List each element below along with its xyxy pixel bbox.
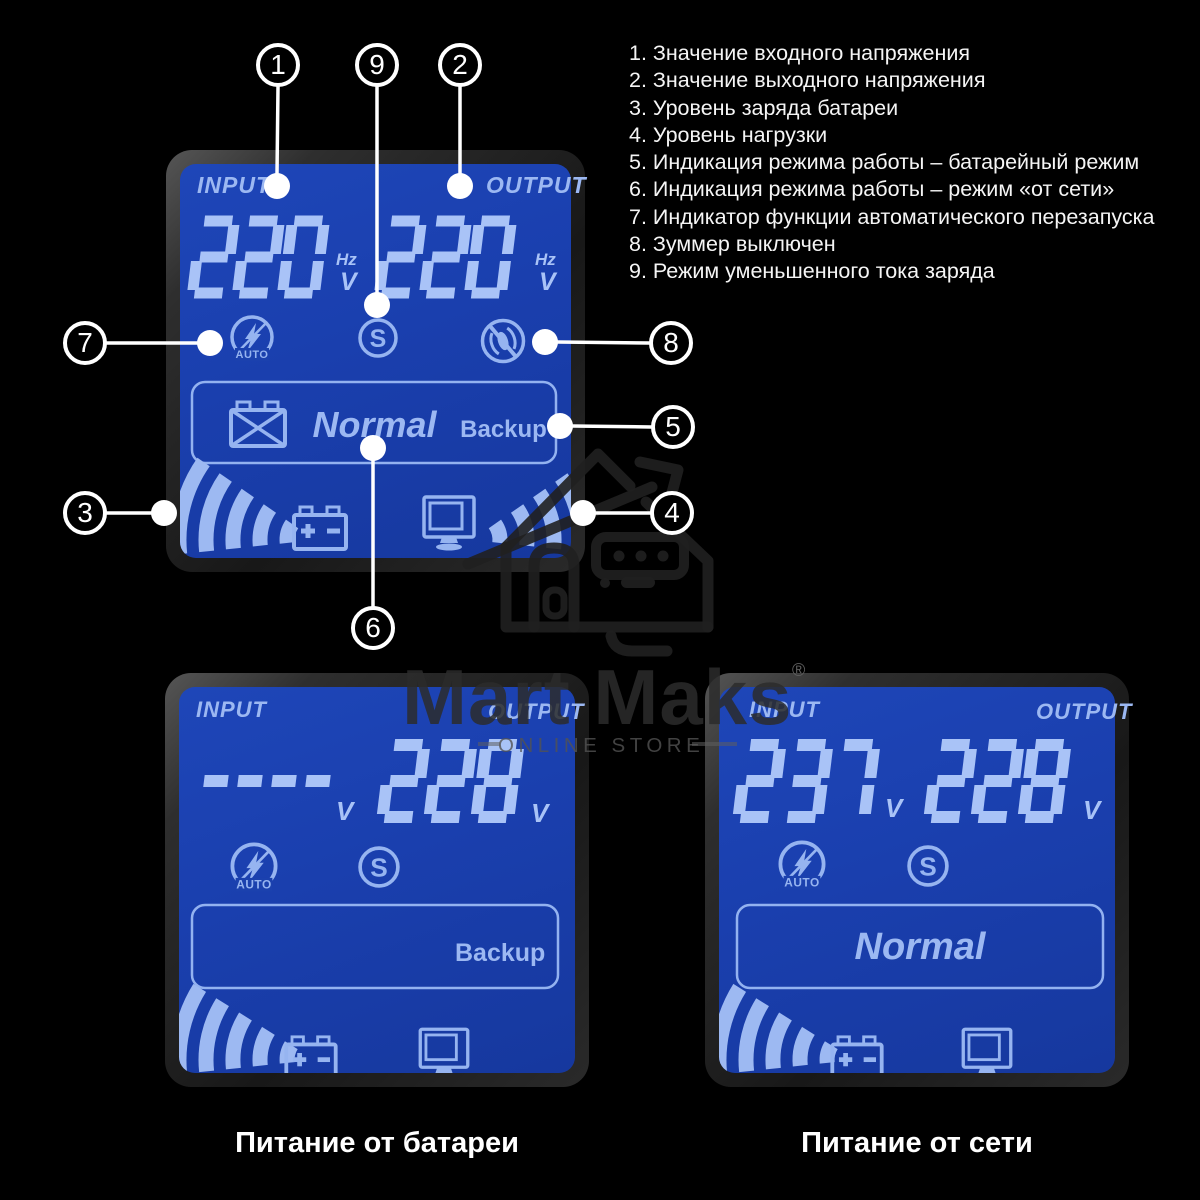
main-output-label: OUTPUT <box>486 172 587 198</box>
battery-mode-caption: Питание от батареи <box>235 1127 519 1159</box>
buzzer-off-icon <box>480 318 526 364</box>
legend-item-7: 7. Индикатор функции автоматического пер… <box>629 204 1155 229</box>
legend-item-6: 6. Индикация режима работы – режим «от с… <box>629 177 1115 202</box>
main-input-v-unit: V <box>340 268 357 296</box>
callout-circle-4: 4 <box>650 491 694 535</box>
mains-mode-input-display <box>732 739 880 823</box>
reduced-charge-current-icon: S <box>358 846 400 888</box>
svg-text:S: S <box>370 325 387 353</box>
mains-mode-output-v-unit: V <box>1083 795 1101 825</box>
callout-dot-3 <box>151 500 177 526</box>
monitor-icon <box>418 1027 470 1073</box>
main-input-voltage-display <box>187 215 330 299</box>
auto-restart-icon: AUTO <box>230 842 278 892</box>
house-door <box>528 542 580 633</box>
callout-dot-7 <box>197 330 223 356</box>
mains-mode-output-label: OUTPUT <box>1036 699 1133 724</box>
callout-dot-1 <box>264 173 290 199</box>
door-handle <box>542 586 568 620</box>
battery-icon <box>830 1035 884 1073</box>
callout-dot-4 <box>570 500 596 526</box>
legend-item-5: 5. Индикация режима работы – батарейный … <box>629 150 1140 175</box>
auto-restart-icon: AUTO <box>230 315 274 361</box>
battery-mode-output-display <box>376 739 524 823</box>
battery-icon <box>284 1035 338 1073</box>
callout-circle-7: 7 <box>63 321 107 365</box>
legend: 1. Значение входного напряжения 2. Значе… <box>629 40 1154 286</box>
auto-restart-icon: AUTO <box>778 840 826 890</box>
callout-line-8 <box>555 340 651 345</box>
svg-text:AUTO: AUTO <box>236 878 272 892</box>
battery-mode-input-label: INPUT <box>196 697 267 722</box>
svg-text:AUTO: AUTO <box>236 349 269 361</box>
house-walls <box>500 541 714 633</box>
callout-line-5 <box>570 424 653 429</box>
battery-mode-input-v-unit: V <box>336 796 354 826</box>
main-mode-backup: Backup <box>460 416 547 443</box>
till-small-dash <box>621 577 655 588</box>
till-dot <box>635 550 647 562</box>
till-small-dot <box>600 578 610 588</box>
legend-item-3: 3. Уровень заряда батареи <box>629 95 899 120</box>
callout-circle-6: 6 <box>351 606 395 650</box>
watermark-tagline: ONLINE STORE <box>498 734 705 757</box>
main-output-v-unit: V <box>539 268 556 296</box>
till-dot <box>657 550 669 562</box>
main-input-hz-unit: Hz <box>336 250 357 269</box>
battery-mode-output-label: OUTPUT <box>488 699 585 724</box>
svg-text:S: S <box>919 851 937 881</box>
callout-dot-2 <box>447 173 473 199</box>
svg-text:AUTO: AUTO <box>784 876 820 890</box>
callout-dot-9 <box>364 292 390 318</box>
battery-mode-output-v-unit: V <box>531 798 549 828</box>
mains-mode-caption: Питание от сети <box>801 1127 1033 1159</box>
callout-circle-2: 2 <box>438 43 482 87</box>
monitor-icon <box>422 495 476 551</box>
till-base-curve <box>605 630 673 657</box>
till-dot <box>613 550 625 562</box>
battery-mode-backup: Backup <box>455 939 546 967</box>
watermark-brand: Mart Maks <box>402 653 793 741</box>
callout-circle-1: 1 <box>256 43 300 87</box>
callout-circle-9: 9 <box>355 43 399 87</box>
legend-item-9: 9. Режим уменьшенного тока заряда <box>629 259 995 284</box>
mains-mode-output-display <box>923 739 1071 823</box>
till-panel <box>591 532 689 580</box>
reduced-charge-current-icon: S <box>358 318 398 358</box>
battery-level-bars <box>180 457 299 555</box>
callout-line-1 <box>275 85 280 176</box>
battery-mode-box <box>190 903 560 990</box>
legend-item-4: 4. Уровень нагрузки <box>629 122 828 147</box>
house-roof-left <box>500 448 636 553</box>
callout-circle-3: 3 <box>63 491 107 535</box>
monitor-icon <box>961 1027 1013 1073</box>
arrow-shaft <box>462 481 658 570</box>
callout-dot-6 <box>360 435 386 461</box>
mains-mode-input-label: INPUT <box>749 697 820 722</box>
main-input-label: INPUT <box>197 172 271 198</box>
mains-mode-normal: Normal <box>854 926 986 968</box>
watermark-dash-right <box>692 742 737 746</box>
callout-circle-8: 8 <box>649 321 693 365</box>
main-output-voltage-display <box>374 215 517 299</box>
legend-item-2: 2. Значение выходного напряжения <box>629 68 986 93</box>
battery-mode-icon <box>229 400 287 448</box>
mains-mode-box <box>735 903 1105 990</box>
main-output-hz-unit: Hz <box>535 250 556 269</box>
callout-dot-8 <box>532 329 558 355</box>
watermark-dash-left <box>478 742 500 746</box>
callout-dot-5 <box>547 413 573 439</box>
legend-item-8: 8. Зуммер выключен <box>629 232 836 257</box>
callout-circle-5: 5 <box>651 405 695 449</box>
registered-trademark-icon: ® <box>792 660 806 680</box>
reduced-charge-current-icon: S <box>907 845 949 887</box>
legend-item-1: 1. Значение входного напряжения <box>629 41 971 65</box>
mains-mode-input-v-unit: V <box>885 793 903 823</box>
battery-icon <box>292 505 348 551</box>
svg-text:S: S <box>370 852 388 882</box>
